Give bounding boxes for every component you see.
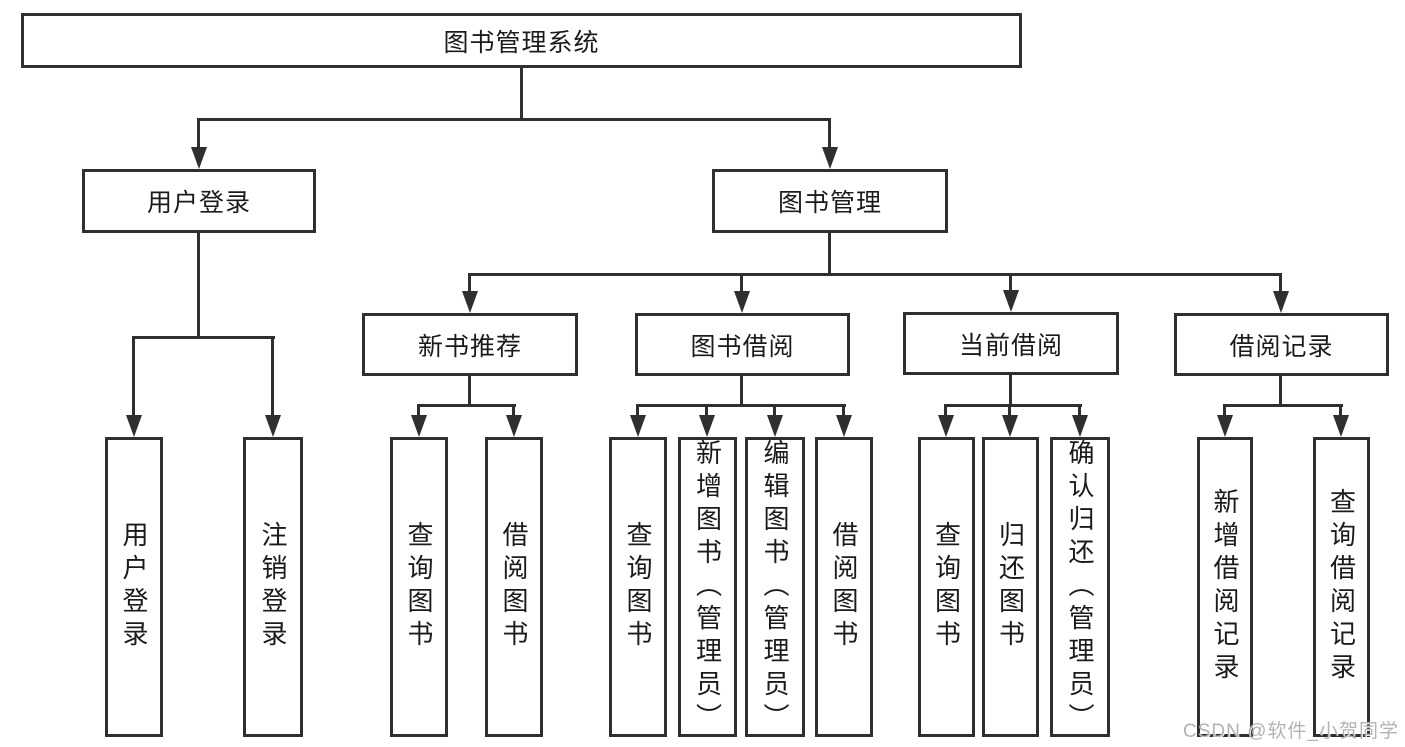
arrow-down-icon: [411, 415, 427, 437]
connector-level2-bus: [198, 118, 831, 121]
node-leaf-query-books: 查询图书: [609, 437, 667, 737]
node-label: 确认归还（管理员）: [1065, 438, 1095, 736]
csdn-watermark: CSDN @软件_小贺同学: [1183, 721, 1399, 742]
connector-drop: [828, 118, 831, 150]
node-book-borrowing: 图书借阅: [635, 313, 850, 376]
connector-bus: [637, 404, 846, 407]
node-label: 借阅记录: [1229, 332, 1334, 361]
node-label: 查询借阅记录: [1326, 488, 1357, 686]
connector-drop: [1009, 273, 1012, 293]
connector-drop: [512, 404, 515, 417]
connector-drop: [740, 273, 743, 293]
node-label: 借阅图书: [499, 521, 529, 653]
connector-drop: [773, 404, 776, 417]
node-current-borrowing: 当前借阅: [903, 312, 1119, 375]
node-leaf-user-login: 用户登录: [105, 437, 163, 737]
node-label: 用户登录: [146, 189, 251, 217]
node-label: 新书推荐: [417, 332, 522, 361]
connector-root-stem: [520, 68, 523, 120]
node-leaf-query-books: 查询图书: [918, 437, 975, 737]
connector-drop: [842, 404, 845, 417]
node-label: 查询图书: [404, 521, 434, 653]
connector-level3-bus: [469, 273, 1282, 276]
arrow-down-icon: [265, 415, 281, 437]
arrow-down-icon: [822, 147, 838, 169]
node-leaf-add-books-admin: 新增图书（管理员）: [678, 437, 737, 737]
node-new-book-recommendation: 新书推荐: [362, 313, 578, 376]
node-leaf-return-books: 归还图书: [982, 437, 1039, 737]
connector-book-management-stem: [828, 233, 831, 276]
connector-bus: [945, 404, 1082, 407]
node-leaf-confirm-return-admin: 确认归还（管理员）: [1050, 437, 1110, 737]
node-leaf-borrow-books: 借阅图书: [815, 437, 873, 737]
connector-drop: [636, 404, 639, 417]
arrow-down-icon: [462, 291, 478, 313]
connector-drop: [1078, 404, 1081, 417]
connector-bus: [1224, 404, 1343, 407]
node-label: 当前借阅: [958, 331, 1063, 360]
arrow-down-icon: [699, 415, 715, 437]
arrow-down-icon: [1072, 415, 1088, 437]
connector-drop: [271, 336, 274, 417]
node-leaf-edit-books-admin: 编辑图书（管理员）: [745, 437, 805, 737]
connector-drop: [1008, 404, 1011, 417]
node-label: 新增借阅记录: [1210, 488, 1240, 686]
node-user-login: 用户登录: [82, 169, 316, 233]
arrow-down-icon: [938, 415, 954, 437]
node-borrowing-records: 借阅记录: [1174, 313, 1389, 376]
node-leaf-query-books: 查询图书: [390, 437, 448, 737]
connector-drop: [1279, 273, 1282, 293]
connector-bus: [418, 404, 516, 407]
node-leaf-logout: 注销登录: [243, 437, 303, 737]
node-leaf-add-borrow-record: 新增借阅记录: [1197, 437, 1253, 737]
node-leaf-borrow-books: 借阅图书: [485, 437, 543, 737]
node-label: 借阅图书: [829, 521, 859, 653]
arrow-down-icon: [506, 415, 522, 437]
connector-drop: [705, 404, 708, 417]
node-label: 图书管理: [777, 189, 882, 217]
arrow-down-icon: [1003, 290, 1019, 312]
node-label: 图书借阅: [690, 332, 795, 361]
node-leaf-query-borrow-record: 查询借阅记录: [1313, 437, 1370, 737]
connector-drop: [417, 404, 420, 417]
node-label: 注销登录: [258, 521, 288, 653]
connector-drop: [197, 118, 200, 150]
connector-stem: [740, 376, 743, 407]
connector-drop: [1223, 404, 1226, 417]
arrow-down-icon: [734, 291, 750, 313]
connector-stem: [1009, 375, 1012, 406]
node-label: 新增图书（管理员）: [692, 438, 723, 736]
arrow-down-icon: [630, 415, 646, 437]
arrow-down-icon: [836, 415, 852, 437]
arrow-down-icon: [767, 415, 783, 437]
node-label: 查询图书: [931, 521, 962, 653]
connector-drop: [468, 273, 471, 293]
node-label: 归还图书: [995, 521, 1026, 653]
connector-stem: [1279, 376, 1282, 407]
arrow-down-icon: [1002, 415, 1018, 437]
node-label: 用户登录: [119, 521, 149, 653]
arrow-down-icon: [1273, 291, 1289, 313]
node-label: 编辑图书（管理员）: [760, 438, 790, 736]
connector-drop: [944, 404, 947, 417]
connector-stem: [468, 376, 471, 407]
node-root-library-management-system: 图书管理系统: [21, 13, 1022, 68]
connector-drop: [132, 336, 135, 417]
connector-user-login-bus: [133, 336, 275, 339]
arrow-down-icon: [126, 415, 142, 437]
connector-drop: [1339, 404, 1342, 417]
arrow-down-icon: [191, 147, 207, 169]
node-label: 图书管理系统: [443, 28, 600, 57]
node-label: 查询图书: [623, 521, 653, 653]
connector-user-login-stem: [197, 233, 200, 339]
node-book-management: 图书管理: [712, 169, 948, 233]
arrow-down-icon: [1217, 415, 1233, 437]
arrow-down-icon: [1333, 415, 1349, 437]
